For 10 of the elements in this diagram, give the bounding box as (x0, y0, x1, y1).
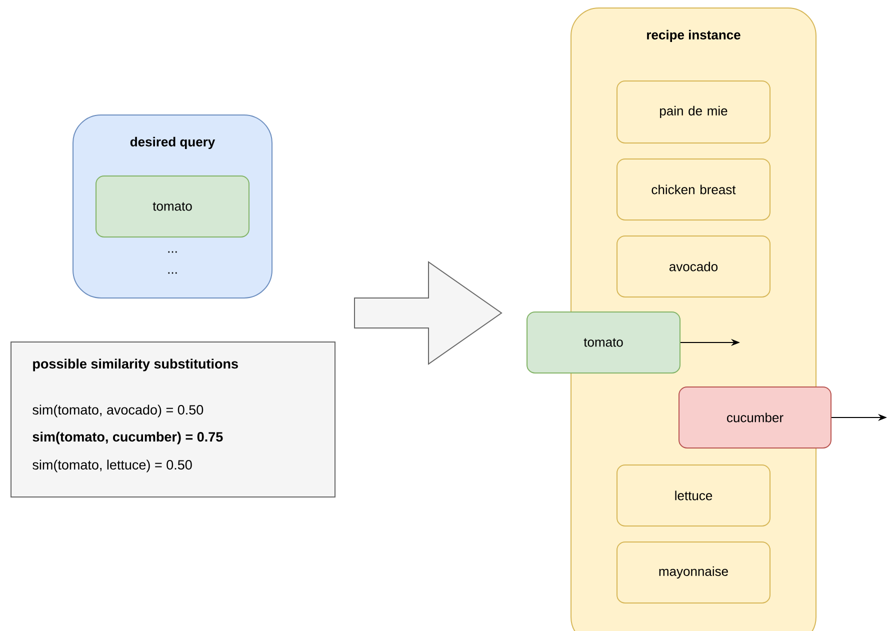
ingredient-box: tomato (526, 311, 680, 374)
ingredient-box: mayonnaise (616, 541, 770, 604)
ingredient-box: tomato (96, 176, 250, 238)
block-arrow (354, 261, 502, 365)
ingredient-box: avocado (616, 235, 770, 298)
ingredient-box: pain de mie (616, 80, 770, 144)
note-box: possible similarity substitutions sim(tomato, avocado) = 0.50 sim(tomato, cucumber) = 0.75 sim(tomato, lettuce) = 0.50 (10, 341, 336, 498)
ingredient-box: chicken breast (616, 158, 770, 220)
ingredient-box: cucumber (678, 386, 832, 448)
ingredient-box: lettuce (616, 464, 770, 526)
